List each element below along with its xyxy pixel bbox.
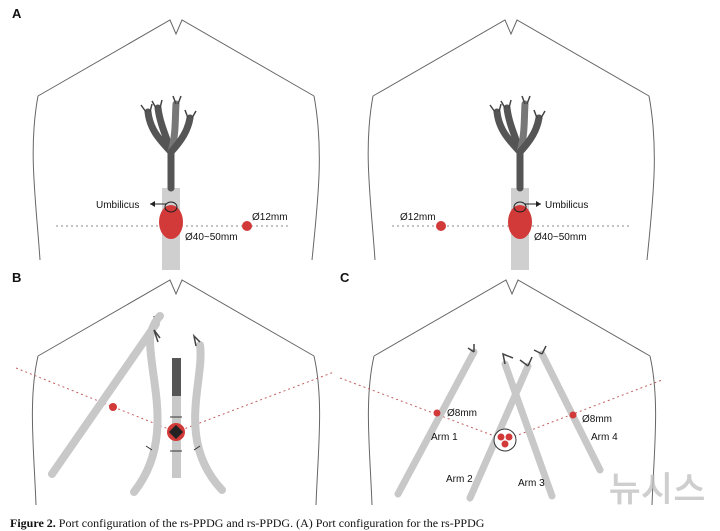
port-12mm-label: Ø12mm — [252, 212, 288, 223]
instrument-bundle — [144, 100, 194, 192]
port-40-50mm-label: Ø40~50mm — [534, 232, 587, 243]
umbilicus-label: Umbilicus — [545, 200, 588, 211]
panel-a-right: Umbilicus Ø12mm Ø40~50mm — [367, 19, 655, 270]
torso-outline — [367, 19, 655, 261]
arm-4-shaft — [538, 350, 604, 474]
instrument-bundle — [493, 100, 543, 192]
dotted-guide — [175, 371, 335, 433]
arm-3-shaft — [501, 360, 556, 500]
instrument-tips — [489, 95, 546, 119]
port-12mm-label: Ø12mm — [400, 212, 436, 223]
torso-outline — [367, 279, 657, 506]
port-12mm — [436, 221, 446, 231]
caption-lead: Figure 2. — [10, 516, 56, 530]
caption-text: Port configuration of the rs-PPDG and rs… — [55, 516, 485, 530]
watermark-logo: 뉴시스 — [609, 470, 706, 510]
camera-tip — [172, 358, 181, 396]
arm-3-label: Arm 3 — [518, 478, 545, 489]
arm-1-shaft — [394, 348, 478, 498]
panel-b: B — [12, 270, 335, 506]
panel-b-label: B — [12, 270, 21, 285]
dotted-guide — [15, 367, 177, 433]
arm-4-label: Arm 4 — [591, 432, 618, 443]
dotted-guide — [339, 377, 506, 441]
instrument-curved-2 — [191, 341, 226, 494]
umbilical-port — [508, 205, 532, 239]
port-8mm-left — [433, 409, 441, 417]
arm-1-label: Arm 1 — [431, 432, 458, 443]
umbilicus-label: Umbilicus — [96, 200, 139, 211]
panel-a-left: A Umbilicus Ø12mm Ø40~50mm — [12, 6, 320, 270]
torso-outline — [32, 19, 320, 261]
panel-c: C Ø8mm Ø8mm Arm 1 Arm 2 Arm 3 Arm 4 — [339, 270, 663, 506]
central-port — [493, 428, 517, 452]
figure-caption: Figure 2. Port configuration of the rs-P… — [10, 516, 710, 531]
camera-scope — [172, 358, 181, 478]
port-8mm-left-label: Ø8mm — [447, 408, 477, 419]
instrument-left — [48, 320, 160, 478]
arm-tips — [467, 344, 547, 367]
panel-c-label: C — [340, 270, 350, 285]
port-8mm-right — [569, 411, 577, 419]
dotted-guide — [504, 379, 663, 441]
instrument-curved-1 — [130, 312, 164, 496]
arm-2-label: Arm 2 — [446, 474, 473, 485]
port-12mm — [242, 221, 252, 231]
umbilicus-ring — [164, 201, 178, 213]
panel-a-label: A — [12, 6, 22, 21]
port-40-50mm-label: Ø40~50mm — [185, 232, 238, 243]
umbilicus-ring — [513, 201, 527, 213]
instrument-tips — [140, 95, 197, 119]
torso-outline — [31, 279, 321, 506]
port-8mm-right-label: Ø8mm — [582, 414, 612, 425]
side-port — [109, 403, 117, 411]
umbilical-port — [159, 205, 183, 239]
